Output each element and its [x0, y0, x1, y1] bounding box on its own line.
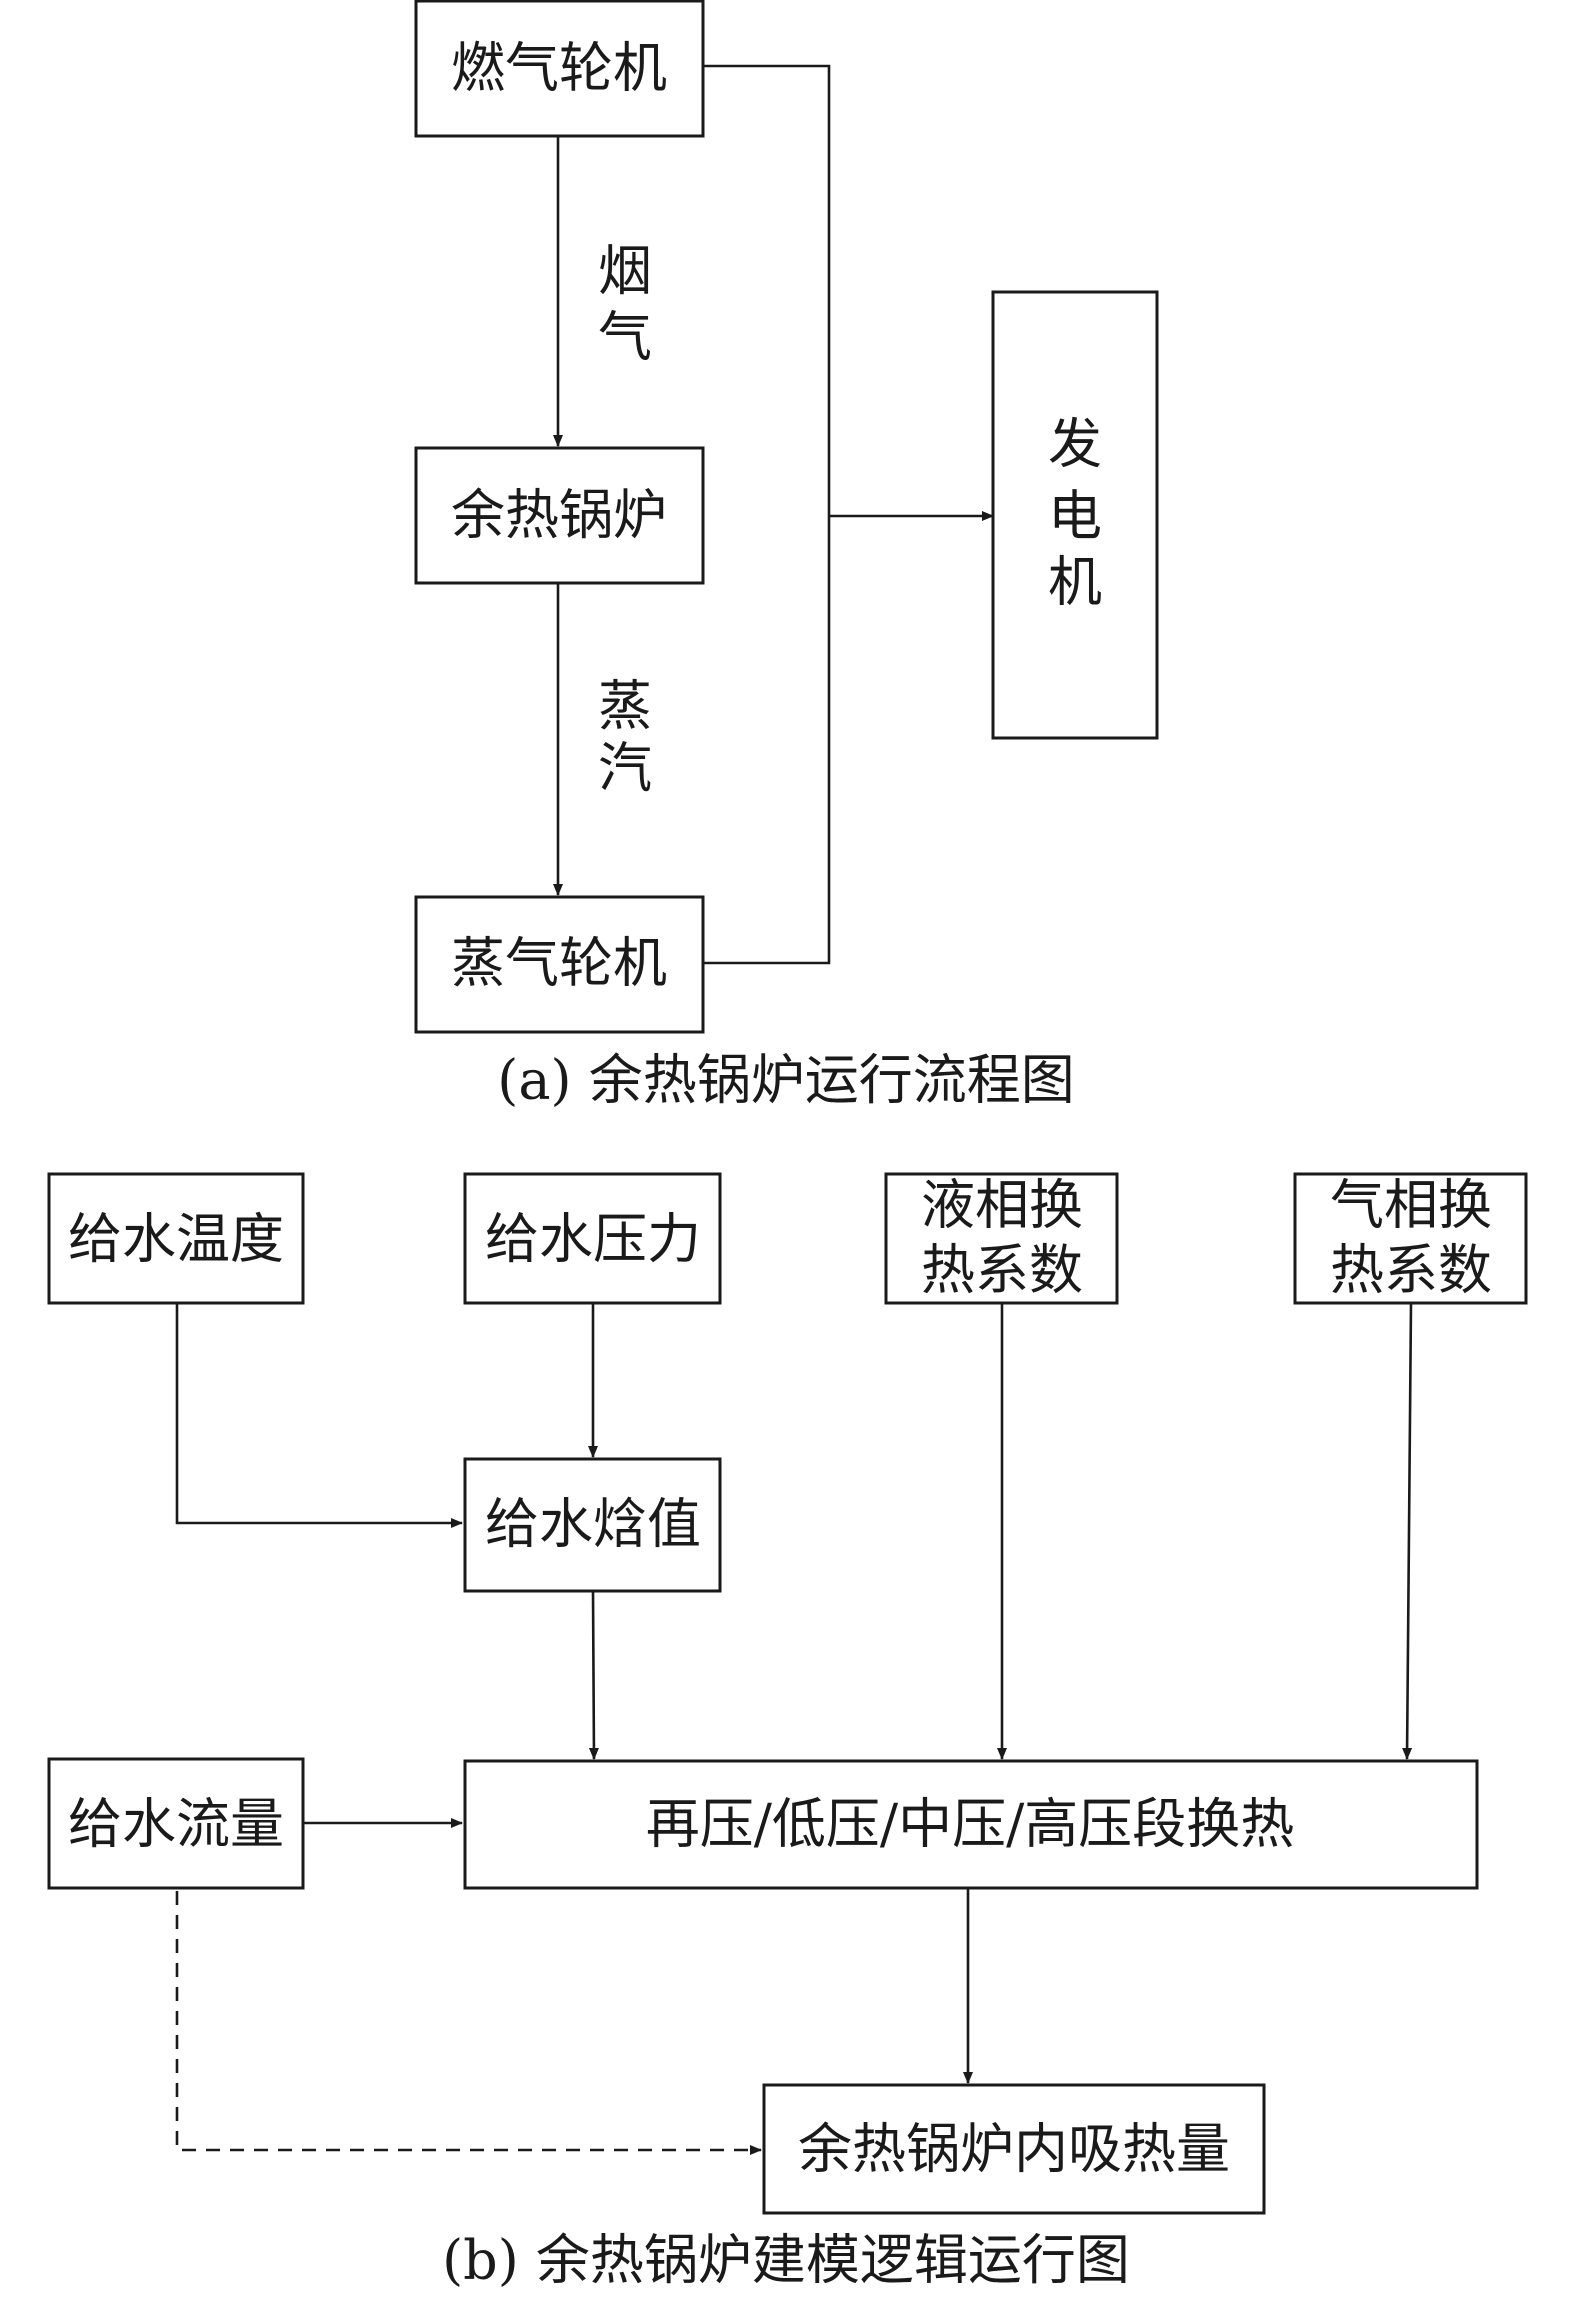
node-hrsg-heat-absorption: 余热锅炉内吸热量 [762, 2083, 1266, 2215]
node-gas-heat-transfer-coefficient-line-2: 热系数 [1330, 1239, 1492, 1302]
node-hrsg-heat-absorption-label: 余热锅炉内吸热量 [798, 2118, 1230, 2181]
node-feedwater-flow: 给水流量 [47, 1757, 305, 1890]
node-feedwater-pressure-label: 给水压力 [485, 1208, 701, 1271]
node-gas-turbine-label: 燃气轮机 [451, 37, 667, 100]
node-hrsg-label: 余热锅炉 [451, 484, 667, 547]
figure-a-operation-flowchart: 燃气轮机 余热锅炉 蒸气轮机 发 电 机 烟 气 蒸 汽 (a) 余热锅炉运行流… [414, 0, 1159, 1112]
arrow-gas-coefficient-to-heat-exchange [1402, 1302, 1413, 1760]
node-feedwater-enthalpy-label: 给水焓值 [485, 1493, 701, 1556]
node-generator-label-1: 发 [1048, 413, 1102, 476]
edge-label-steam-1: 蒸 [598, 675, 652, 738]
node-gas-heat-transfer-coefficient: 气相换 热系数 [1293, 1172, 1528, 1305]
node-generator-label-2: 电 [1048, 485, 1102, 548]
node-liquid-heat-transfer-coefficient: 液相换 热系数 [884, 1172, 1119, 1305]
edge-label-flue-gas-2: 气 [598, 306, 652, 369]
node-feedwater-pressure: 给水压力 [463, 1172, 722, 1305]
node-generator: 发 电 机 [991, 290, 1159, 740]
node-steam-turbine-label: 蒸气轮机 [451, 932, 667, 995]
arrow-feedwater-temperature-to-enthalpy [175, 1303, 463, 1528]
node-liquid-heat-transfer-coefficient-line-2: 热系数 [921, 1239, 1083, 1302]
figure-b-modeling-logic-chart: 给水温度 给水压力 液相换 热系数 气相换 热系数 给水焓值 给水流量 再压/低… [47, 1172, 1528, 2292]
node-gas-turbine: 燃气轮机 [414, 0, 705, 138]
node-steam-turbine: 蒸气轮机 [414, 895, 705, 1034]
edge-label-steam-2: 汽 [598, 737, 652, 800]
caption-b: (b) 余热锅炉建模逻辑运行图 [442, 2229, 1130, 2292]
node-feedwater-enthalpy: 给水焓值 [463, 1457, 722, 1593]
edge-label-steam: 蒸 汽 [598, 675, 652, 800]
arrow-enthalpy-to-heat-exchange [588, 1590, 599, 1760]
edge-label-flue-gas: 烟 气 [598, 240, 652, 369]
dashed-arrow-feedwater-flow-to-heat-absorption [175, 1891, 762, 2155]
edge-label-flue-gas-1: 烟 [598, 240, 652, 303]
node-hrsg: 余热锅炉 [414, 446, 705, 585]
node-gas-heat-transfer-coefficient-line-1: 气相换 [1330, 1174, 1492, 1237]
caption-a: (a) 余热锅炉运行流程图 [497, 1049, 1075, 1112]
node-pressure-stage-heat-exchange-label: 再压/低压/中压/高压段换热 [646, 1793, 1295, 1856]
node-feedwater-flow-label: 给水流量 [68, 1793, 284, 1856]
connector-gas-turbine-to-bus [703, 64, 831, 965]
node-generator-label-3: 机 [1048, 551, 1102, 614]
node-feedwater-temperature-label: 给水温度 [68, 1208, 284, 1271]
node-pressure-stage-heat-exchange: 再压/低压/中压/高压段换热 [463, 1759, 1479, 1890]
node-liquid-heat-transfer-coefficient-line-1: 液相换 [921, 1174, 1083, 1237]
node-feedwater-temperature: 给水温度 [47, 1172, 305, 1305]
